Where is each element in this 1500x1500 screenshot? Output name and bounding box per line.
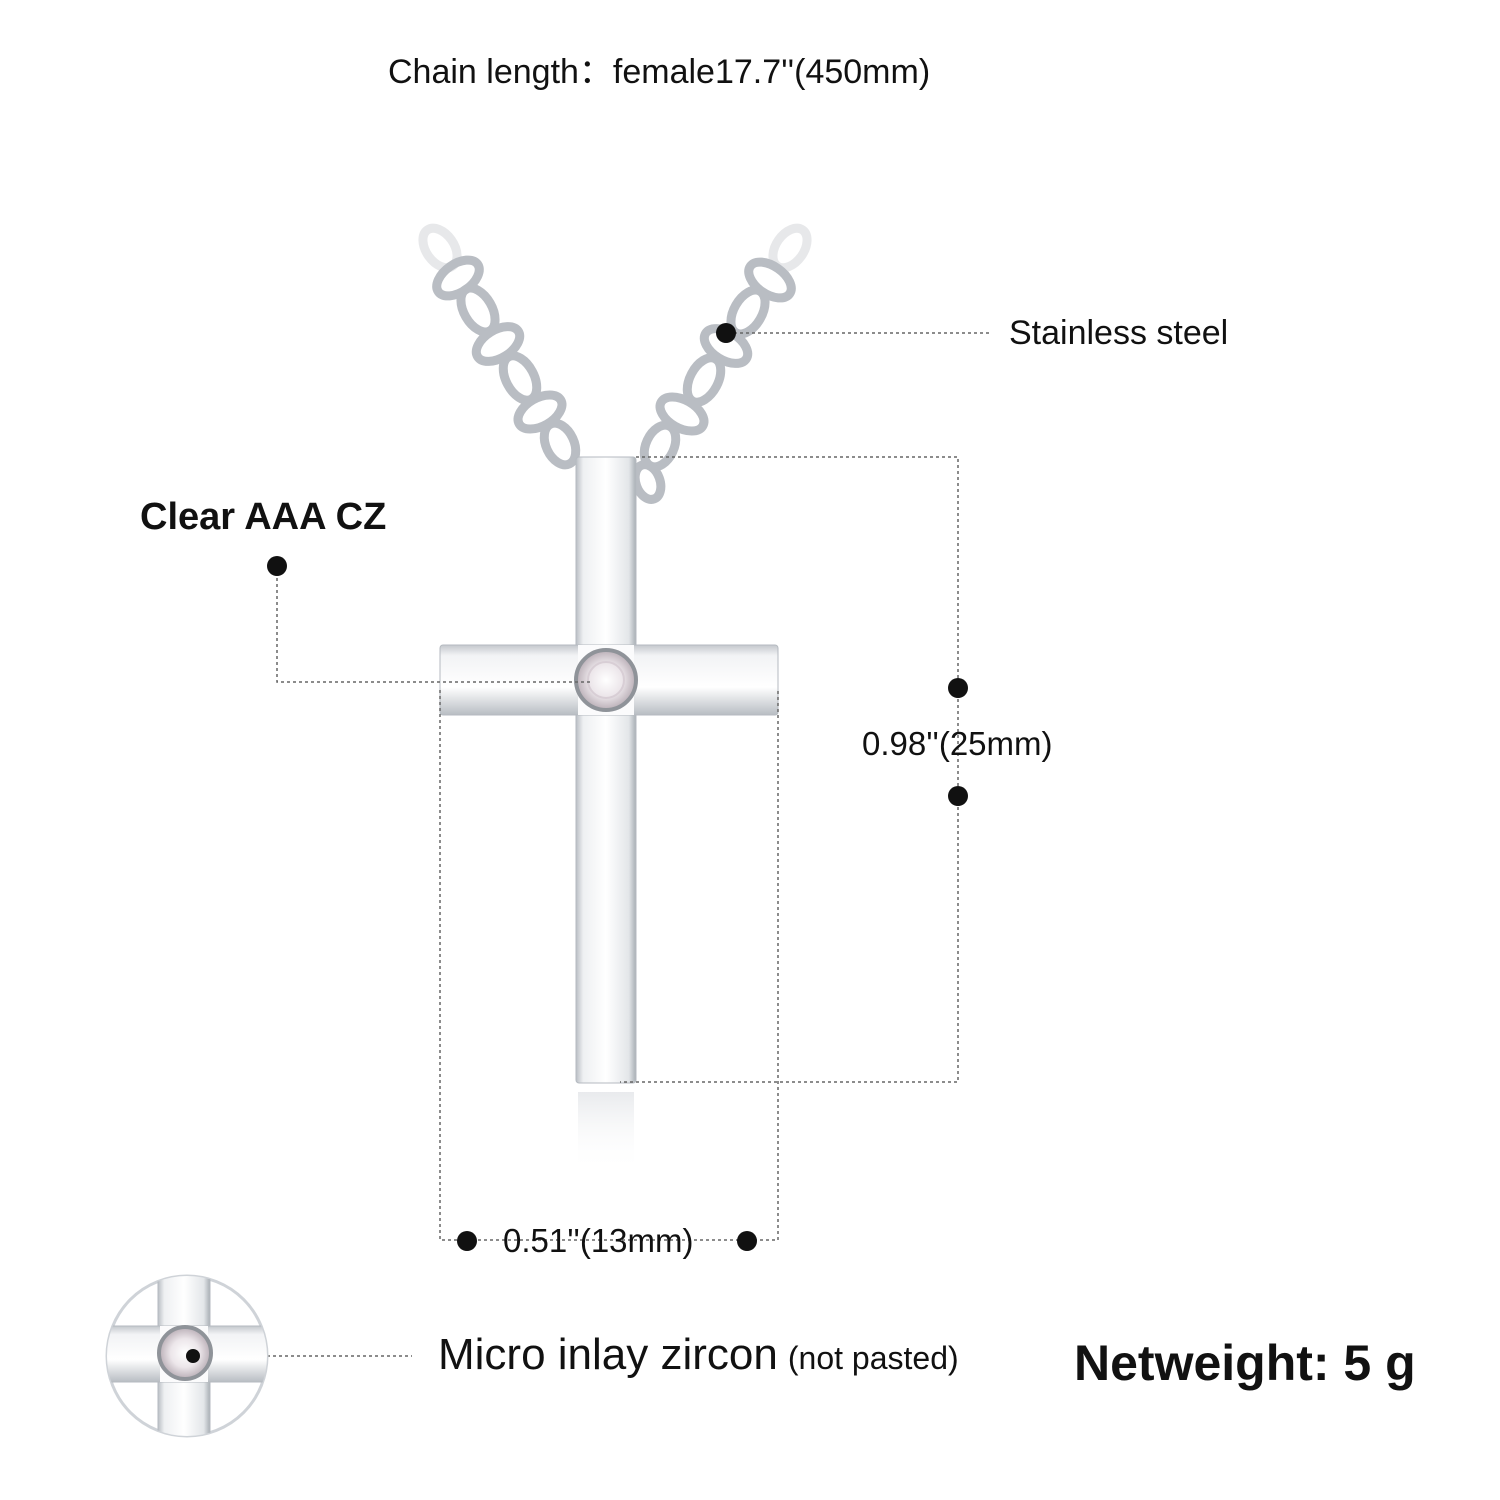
inlay-note-text: (not pasted) [787,1340,959,1376]
inlay-main-text: Micro inlay zircon [438,1330,778,1379]
detail-zoom-circle [105,1274,269,1438]
height-dimension-line [620,456,959,1083]
width-dot-right [737,1231,757,1251]
inlay-label: Micro inlay zircon(not pasted) [438,1330,959,1380]
height-dot-bottom [948,786,968,806]
material-label: Stainless steel [1009,314,1229,352]
cz-stone [574,648,638,712]
net-weight-label: Netweight: 5 g [1074,1335,1416,1391]
cross-pendant [439,456,779,1172]
steel-callout-dot [716,323,736,343]
cross-reflection [578,1092,634,1172]
height-dimension-label: 0.98''(25mm) [862,725,1053,762]
chain-right-strand [630,223,812,504]
cz-callout-dot [267,556,287,576]
cz-callout-line [276,566,592,683]
chain-length-label: Chain length：female17.7''(450mm) [388,53,931,91]
chain-left-strand [418,223,581,470]
stone-label: Clear AAA CZ [140,496,387,538]
height-dot-top [948,678,968,698]
cross-vertical-bar [575,456,637,1084]
width-dot-left [457,1231,477,1251]
width-dimension-label: 0.51''(13mm) [503,1222,694,1259]
